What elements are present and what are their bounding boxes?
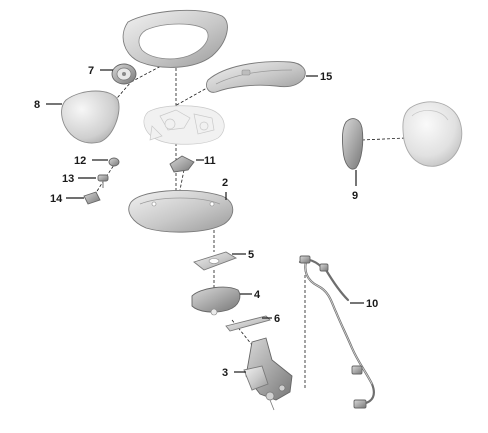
part-8-mirror-glass xyxy=(61,90,120,144)
part-6-seal-strip xyxy=(225,315,271,332)
part-9-indicator-lens xyxy=(342,118,364,170)
part-10-wiring-harness xyxy=(298,255,375,409)
mirror-mechanism-ghost xyxy=(143,105,225,145)
callout-15: 15 xyxy=(320,71,332,83)
callout-14: 14 xyxy=(50,193,63,205)
part-7-adjuster xyxy=(111,63,137,85)
callout-5: 5 xyxy=(248,249,254,261)
mirror-shell-outline xyxy=(402,101,463,167)
callout-13: 13 xyxy=(62,173,74,185)
part-14-connector xyxy=(83,191,101,205)
callout-3: 3 xyxy=(222,367,228,379)
callout-labels: 7 8 12 13 14 11 15 2 9 5 4 6 3 10 xyxy=(34,65,378,379)
callout-leaders xyxy=(46,69,364,373)
part-15-trim-strip xyxy=(205,61,306,93)
part-11-bracket xyxy=(169,155,195,173)
callout-9: 9 xyxy=(352,190,358,202)
callout-6: 6 xyxy=(274,313,280,325)
callout-12: 12 xyxy=(74,155,86,167)
part-4-base-cover xyxy=(191,286,241,316)
part-1-mirror-frame xyxy=(122,9,228,68)
part-2-housing-shell xyxy=(128,190,234,233)
callout-10: 10 xyxy=(366,298,378,310)
part-3-mirror-base xyxy=(243,337,293,411)
callout-2: 2 xyxy=(222,177,228,189)
part-13-screw xyxy=(97,174,109,188)
callout-4: 4 xyxy=(254,289,261,301)
part-12-clip xyxy=(108,157,120,167)
callout-7: 7 xyxy=(88,65,94,77)
callout-8: 8 xyxy=(34,99,40,111)
callout-11: 11 xyxy=(204,155,216,167)
part-5-gasket xyxy=(193,251,238,271)
